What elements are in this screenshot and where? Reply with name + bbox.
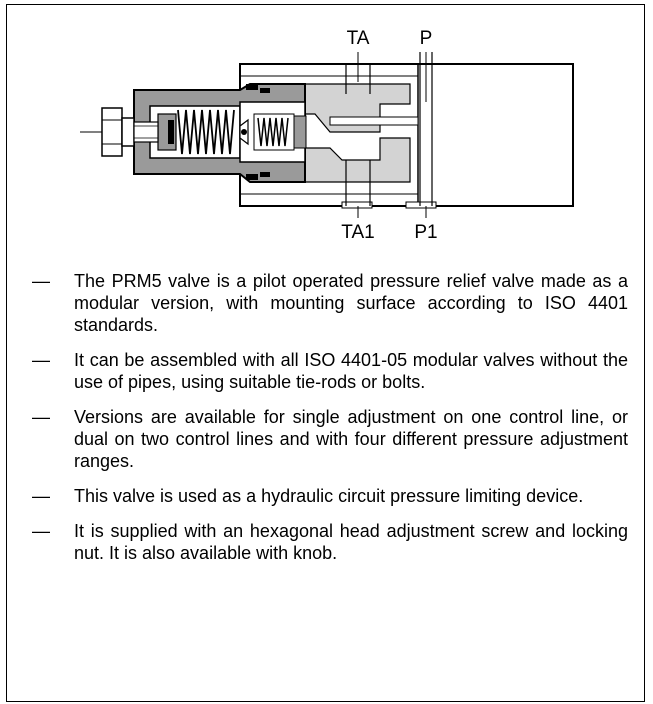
internal-passages <box>304 83 419 183</box>
seals <box>246 84 270 180</box>
spring-seat <box>157 113 177 151</box>
port-label-p1: P1 <box>414 222 437 243</box>
bullet-text: It can be assembled with all ISO 4401-05… <box>74 350 628 392</box>
bullet-text: The PRM5 valve is a pilot operated press… <box>74 271 628 335</box>
list-item: — The PRM5 valve is a pilot operated pre… <box>32 270 628 336</box>
valve-cross-section-diagram: TA P TA1 P1 <box>80 22 580 262</box>
list-item: — It can be assembled with all ISO 4401-… <box>32 349 628 393</box>
valve-drawing: TA P TA1 P1 <box>80 28 574 243</box>
bullet-text: This valve is used as a hydraulic circui… <box>74 486 584 506</box>
bullet-dash: — <box>32 407 50 427</box>
list-item: — Versions are available for single adju… <box>32 406 628 472</box>
adjustment-screw <box>80 107 159 157</box>
list-item: — It is supplied with an hexagonal head … <box>32 520 628 564</box>
port-label-ta1: TA1 <box>341 222 374 243</box>
main-spring <box>177 109 235 155</box>
port-label-p: P <box>420 28 433 49</box>
label-leaders <box>357 52 427 218</box>
port-channels <box>345 52 433 206</box>
page-frame <box>6 4 645 702</box>
port-label-ta: TA <box>347 28 370 49</box>
bullet-text: Versions are available for single adjust… <box>74 407 628 471</box>
bullet-text: It is supplied with an hexagonal head ad… <box>74 521 628 563</box>
bullet-dash: — <box>32 486 50 506</box>
bullet-dash: — <box>32 350 50 370</box>
poppet <box>239 115 307 149</box>
bullet-dash: — <box>32 521 50 541</box>
list-item: — This valve is used as a hydraulic circ… <box>32 485 628 507</box>
bullet-dash: — <box>32 271 50 291</box>
feature-list: — The PRM5 valve is a pilot operated pre… <box>32 270 628 577</box>
